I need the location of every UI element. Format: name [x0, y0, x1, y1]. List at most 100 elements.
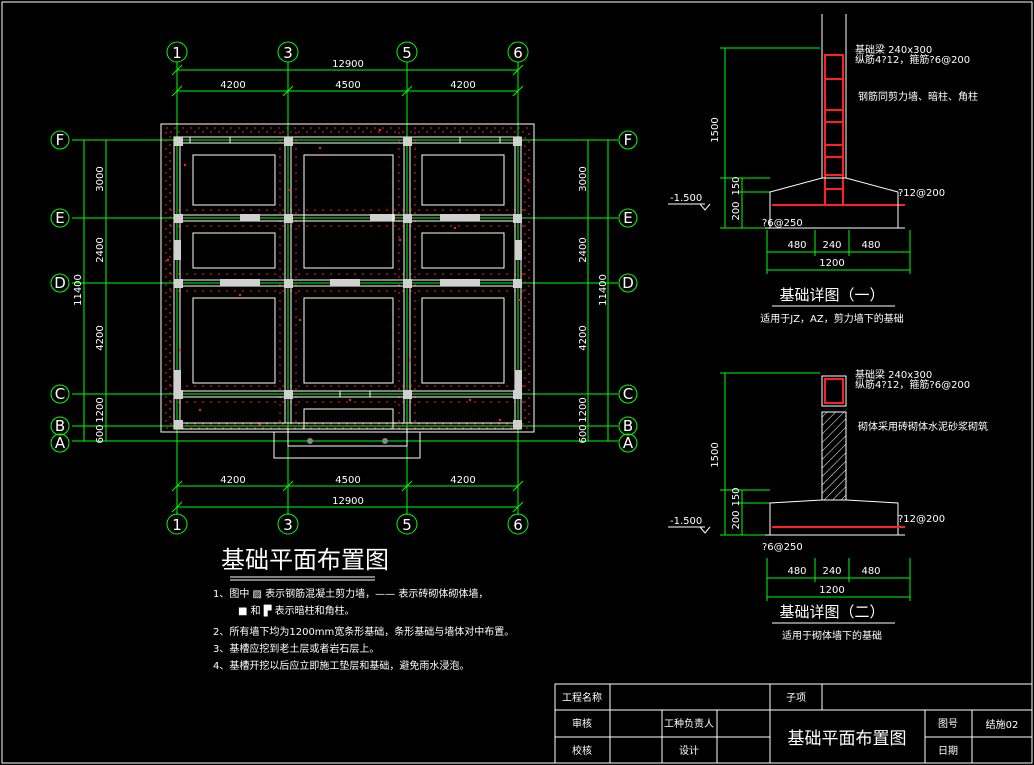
axis-bubble-right-B: B — [623, 417, 633, 435]
overall-width-top: 12900 — [332, 59, 364, 70]
axis-bubbles-bottom: 1 3 5 6 — [166, 513, 529, 535]
detail2-w3: 480 — [861, 566, 880, 577]
detail2-note-left: ?6@250 — [762, 542, 803, 553]
span-bottom-2: 4500 — [335, 475, 360, 486]
detail1-rebar — [772, 54, 905, 206]
row-span-right-3: 4200 — [578, 325, 589, 350]
detail2-note-right: ?12@200 — [898, 514, 945, 525]
vertical-grid-lines — [176, 62, 519, 515]
detail2-footing — [769, 499, 899, 536]
axis-bubbles-right: F E D C B A — [618, 130, 638, 453]
detail2-level: -1.500 — [670, 516, 702, 527]
span-top-2: 4500 — [335, 80, 360, 91]
axis-bubbles-top: 1 3 5 6 — [166, 41, 529, 63]
axis-bubble-right-E: E — [623, 209, 632, 227]
detail2-dim-150: 150 — [731, 487, 742, 506]
axis-bubble-left-A: A — [55, 434, 66, 452]
detail1-dim-lines — [720, 47, 911, 274]
row-span-right-1: 3000 — [578, 166, 589, 191]
bottom-dimensions — [171, 480, 524, 513]
left-dimensions — [83, 140, 107, 441]
tb-review-label: 审核 — [572, 717, 592, 730]
detail2-dim-200: 200 — [731, 510, 742, 529]
detail1-note-top: 基础梁 240x300 — [855, 43, 932, 56]
detail2-note-top: 基础梁 240x300 — [855, 368, 932, 381]
row-span-left-3: 4200 — [95, 325, 106, 350]
horizontal-grid-lines — [72, 139, 618, 442]
detail1-subtitle: 适用于JZ，AZ，剪力墙下的基础 — [760, 312, 904, 325]
detail1-dim-150: 150 — [731, 176, 742, 195]
overall-height-right: 11400 — [598, 274, 609, 306]
tb-date-label: 日期 — [938, 745, 958, 757]
detail1-note-wall: 钢筋同剪力墙、暗柱、角柱 — [858, 90, 978, 103]
detail1-w1: 480 — [787, 240, 806, 251]
detail1-wall — [821, 14, 847, 178]
span-bottom-1: 4200 — [220, 475, 245, 486]
axis-bubble-left-E: E — [55, 209, 64, 227]
shear-walls — [189, 136, 501, 398]
detail2-height: 1500 — [710, 442, 721, 467]
detail1-height: 1500 — [710, 117, 721, 142]
row-span-right-5: 600 — [578, 424, 589, 443]
foundation-plan: 12900 4200 4500 4200 4200 4500 4200 1290… — [50, 41, 638, 535]
rebar-marks — [166, 128, 530, 427]
row-span-right-4: 1200 — [578, 397, 589, 422]
span-top-3: 4200 — [450, 80, 475, 91]
foundation-detail-1: 1500 200 150 -1.500 基础梁 240x300 纵筋4?12，箍… — [668, 14, 978, 325]
overall-height-left: 11400 — [73, 274, 84, 306]
detail2-masonry-wall — [821, 411, 847, 501]
title-block-grid — [554, 683, 1033, 764]
tb-check-label: 校核 — [572, 744, 592, 757]
note-4: 4、基槽开挖以后应立即施工垫层和基础，避免雨水浸泡。 — [213, 659, 469, 672]
detail2-w1: 480 — [787, 566, 806, 577]
foundation-outline — [160, 123, 535, 459]
detail1-note-top2: 纵筋4?12，箍筋?6@200 — [855, 53, 970, 66]
detail2-tie-beam — [821, 375, 847, 407]
axis-bubble-right-C: C — [623, 385, 633, 403]
detail1-level-marker — [699, 203, 711, 211]
detail1-note-left: ?6@250 — [762, 218, 803, 229]
tb-drawing-title: 基础平面布置图 — [788, 729, 907, 749]
axis-bubble-top-5: 5 — [402, 44, 412, 62]
columns — [174, 137, 522, 429]
detail2-note-top2: 纵筋4?12，箍筋?6@200 — [855, 378, 970, 391]
axis-bubble-right-F: F — [624, 131, 633, 149]
detail1-title: 基础详图（一） — [779, 286, 884, 304]
detail1-note-right: ?12@200 — [898, 188, 945, 199]
strip-footing-rebar — [165, 127, 530, 429]
row-span-left-4: 1200 — [95, 397, 106, 422]
axis-bubble-left-C: C — [55, 385, 65, 403]
axis-bubble-bottom-1: 1 — [172, 516, 182, 534]
right-dimensions — [587, 140, 609, 441]
detail1-w3: 480 — [861, 240, 880, 251]
axis-bubbles-left: F E D C B A — [50, 130, 70, 453]
tb-sheet-value: 结施02 — [986, 718, 1019, 731]
detail2-subtitle: 适用于砌体墙下的基础 — [782, 629, 882, 642]
detail2-dim-lines — [720, 372, 911, 601]
axis-bubble-top-1: 1 — [172, 44, 182, 62]
detail2-w2: 240 — [822, 566, 841, 577]
plan-notes: 1、图中 ▨ 表示钢筋混凝土剪力墙，—— 表示砖砌体砌体墙， ■ 和 ▛ 表示暗… — [213, 587, 514, 672]
downpipe-right — [382, 438, 388, 444]
row-span-left-2: 2400 — [95, 237, 106, 262]
detail2-tie-beam-rebar — [824, 378, 844, 404]
note-1: 1、图中 ▨ 表示钢筋混凝土剪力墙，—— 表示砖砌体砌体墙， — [213, 587, 488, 600]
overall-width-bottom: 12900 — [332, 496, 364, 507]
axis-bubble-left-D: D — [54, 274, 66, 292]
detail2-level-marker — [699, 526, 711, 534]
row-span-left-5: 600 — [95, 424, 106, 443]
detail2-note-wall: 砌体采用砖砌体水泥砂浆砌筑 — [858, 420, 988, 433]
tb-item-label: 子项 — [786, 692, 806, 704]
axis-bubble-left-F: F — [56, 131, 65, 149]
title-block: 工程名称 子项 审核 工种负责人 校核 设计 基础平面布置图 图号 结施02 日… — [554, 683, 1033, 764]
axis-bubble-left-B: B — [55, 417, 65, 435]
top-dimensions — [171, 64, 524, 97]
row-span-left-1: 3000 — [95, 166, 106, 191]
axis-bubble-right-D: D — [622, 274, 634, 292]
span-bottom-3: 4200 — [450, 475, 475, 486]
detail2-title: 基础详图（二） — [779, 603, 884, 621]
axis-bubble-bottom-3: 3 — [283, 516, 293, 534]
